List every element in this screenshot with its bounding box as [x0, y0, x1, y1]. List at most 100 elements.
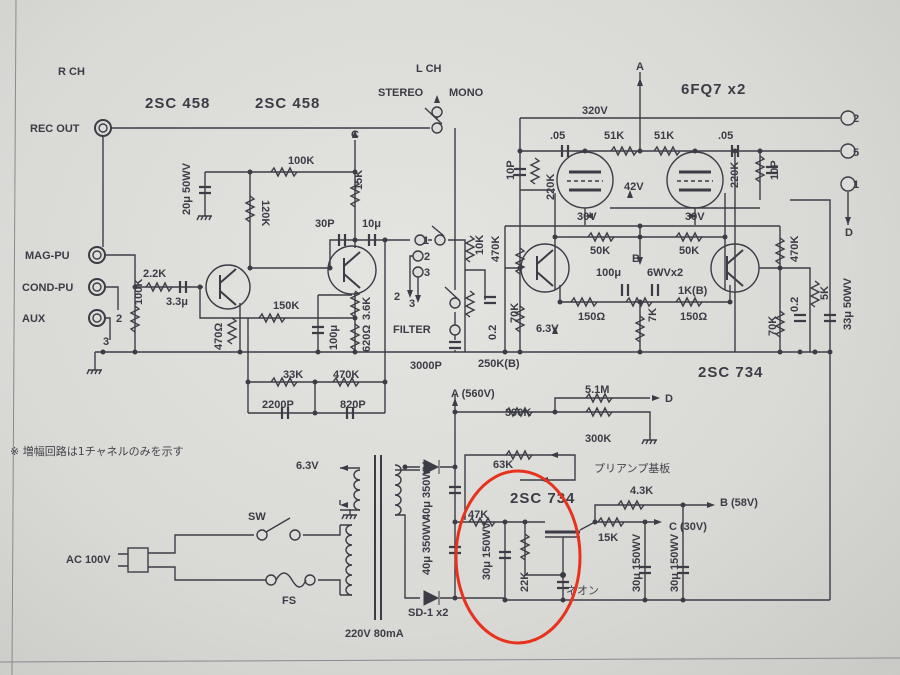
output-terminal-label: 2: [853, 113, 859, 125]
capacitor-symbol: [639, 565, 651, 575]
terminal-circle: [412, 266, 424, 278]
capacitor-label: 100μ: [328, 325, 340, 350]
capacitor-label: 3.3μ: [166, 296, 188, 308]
junction-dot: [315, 349, 321, 355]
resistor-symbol: [514, 305, 526, 333]
capacitor-symbol: [557, 580, 569, 590]
resistor-symbol: [468, 516, 496, 528]
resistor-label: 150Ω: [578, 311, 605, 323]
terminal-circle: [431, 122, 443, 134]
mono-label: MONO: [449, 87, 484, 99]
terminal-circle: [414, 234, 426, 246]
capacitor-label: .05: [718, 130, 733, 142]
capacitor-label: 820P: [340, 399, 366, 411]
transistor-label: 2SC 734: [510, 490, 575, 507]
resistor-symbol: [774, 237, 786, 265]
junction-dot: [517, 349, 523, 355]
tube-plates: [569, 170, 601, 192]
resistor-label: 100K: [288, 155, 314, 167]
a-supply-label: A (560V): [451, 388, 495, 400]
capacitor-label: 0.2: [789, 297, 801, 312]
junction-dot: [237, 349, 243, 355]
switch-label: SW: [248, 511, 266, 523]
a-arrow-label: A: [636, 61, 644, 73]
capacitor-label: 10P: [505, 160, 517, 180]
fuse-label: FS: [282, 595, 296, 607]
capacitor-symbol: [178, 281, 188, 293]
aux-label: AUX: [22, 313, 46, 325]
capacitor-symbol: [766, 165, 778, 175]
junction-dot: [637, 234, 643, 240]
junction-dot: [812, 349, 818, 355]
capacitor-label: 2200P: [262, 399, 294, 411]
junction-dot: [777, 265, 783, 271]
junction-dot: [247, 169, 253, 175]
capacitor-label: 40μ 350WV: [421, 516, 433, 575]
resistor-label: 47K: [468, 509, 488, 521]
junction-dot: [637, 223, 643, 229]
junction-dot: [722, 234, 728, 240]
junction-dot: [452, 409, 458, 415]
resistor-label: 70K: [509, 303, 521, 323]
arrow-label: 2: [394, 291, 400, 303]
terminal-circle: [431, 106, 443, 118]
junction-dot: [452, 464, 458, 470]
resistor-label: 22K: [519, 572, 531, 592]
capacitor-label: .05: [550, 130, 565, 142]
tube-label: 6FQ7 x2: [681, 81, 746, 98]
junction-dot: [637, 148, 643, 154]
terminal-circle: [449, 324, 461, 336]
junction-dot: [827, 349, 833, 355]
capacitor-label: 0.2: [487, 325, 499, 340]
junction-dot: [582, 148, 588, 154]
resistor-label: 470Ω: [213, 323, 225, 350]
resistor-label: 470K: [490, 236, 502, 262]
arrow-icon: [652, 395, 660, 401]
resistor-label: 50K: [590, 245, 610, 257]
transformer-label: 220V 80mA: [345, 628, 404, 640]
resistor-label: 51K: [604, 130, 624, 142]
capacitor-symbol: [620, 284, 630, 296]
junction-dot: [560, 597, 566, 603]
switch-pos-label: 3: [424, 267, 430, 279]
junction-dot: [502, 519, 508, 525]
transistor-leads: [219, 268, 237, 306]
capacitor-label: 30P: [315, 218, 335, 230]
resistor-label: 100K: [133, 279, 145, 305]
ground-icon: [86, 364, 102, 375]
components: [86, 78, 856, 620]
resistor-symbol: [258, 312, 286, 324]
junction-dot: [245, 379, 251, 385]
resistor-symbol: [244, 195, 256, 223]
preamp-board-label: プリアンプ基板: [594, 461, 670, 475]
junction-dot: [692, 148, 698, 154]
selector-label: 2: [116, 313, 122, 325]
capacitor-label: 30μ 150WV: [631, 533, 643, 592]
junction-dot: [552, 409, 558, 415]
resistor-label: 15K: [598, 532, 618, 544]
resistor-symbol: [570, 296, 598, 308]
resistor-symbol: [505, 406, 533, 418]
ground-icon: [341, 509, 357, 520]
resistor-symbol: [617, 499, 645, 511]
capacitor-symbol: [312, 325, 324, 335]
resistor-symbol: [226, 317, 238, 345]
jack-icon: [88, 278, 106, 296]
terminal-circle: [289, 529, 301, 541]
terminal-circle: [304, 574, 316, 586]
resistor-label: 150K: [273, 300, 299, 312]
arrow-icon: [340, 502, 348, 508]
tube-symbol: [556, 151, 614, 209]
transformer-core: [374, 455, 382, 620]
capacitor-symbol: [449, 340, 461, 350]
resistor-symbol: [585, 406, 613, 418]
junction-dot: [100, 349, 106, 355]
transistor-label: 2SC 458: [255, 95, 320, 112]
junction-dot: [502, 349, 508, 355]
transistor-symbol: [327, 245, 377, 295]
capacitor-symbol: [650, 284, 660, 296]
ground-icon: [641, 434, 657, 445]
resistor-label: 3.6K: [361, 297, 373, 320]
resistor-symbol: [349, 180, 361, 208]
